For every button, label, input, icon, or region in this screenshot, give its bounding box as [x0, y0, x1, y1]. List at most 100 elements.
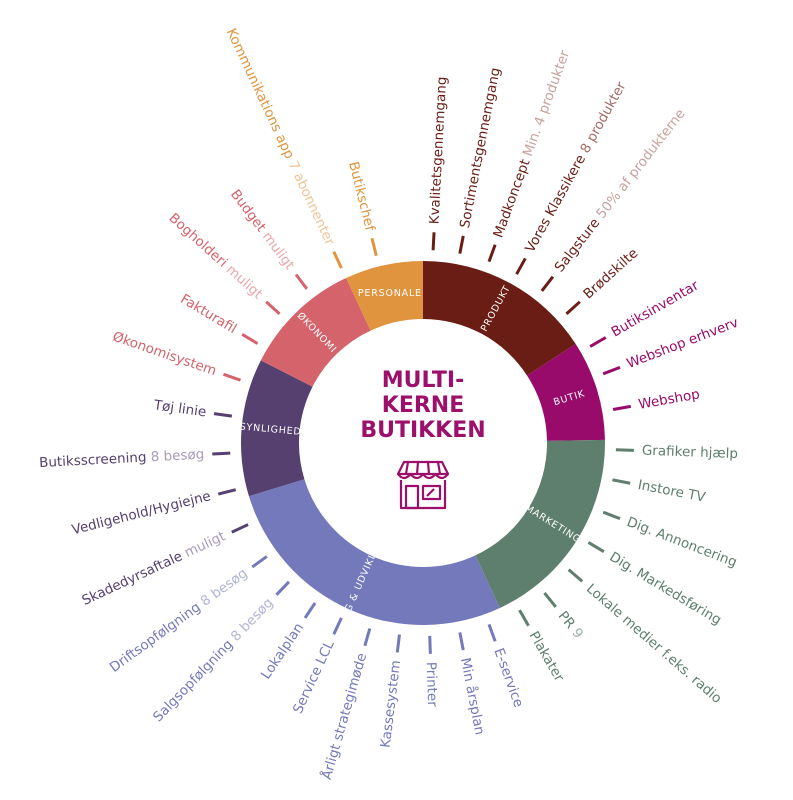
spoke-label-a-rligt-strategim-de: Årligt strategimøde [318, 651, 370, 781]
spoke-tick [275, 580, 291, 596]
spoke-tick [223, 372, 242, 382]
spoke-label-note: 8 besøg [225, 595, 277, 648]
spoke-label-fakturafil: Fakturafil [178, 291, 240, 337]
spoke-label-salgsopf-lgning: Salgsopfølgning 8 besøg [150, 595, 277, 725]
spoke-label-text: Butiksscreening [39, 450, 147, 472]
spoke-tick [567, 568, 584, 583]
spoke-label-kommunikations-app: Kommunikations app 7 abonnenter [223, 26, 338, 248]
spoke-label-text: Bogholderi [166, 210, 231, 271]
spoke-tick [363, 628, 372, 647]
spoke-label-text: Tøj linie [152, 397, 207, 420]
title-line-2: KERNE [382, 393, 464, 418]
spoke-label-instore-tv: Instore TV [636, 477, 707, 506]
spoke-tick [487, 623, 497, 642]
spoke-label-text: Budget [227, 187, 269, 235]
spoke-label-note: muligt [178, 528, 228, 563]
spoke-label-t-j-linie: Tøj linie [152, 397, 207, 420]
spoke-label-konomisystem: Økonomisystem [111, 329, 219, 380]
spoke-label-text: Service LCL [290, 638, 338, 716]
spoke-tick [231, 523, 249, 534]
spoke-tick [587, 541, 605, 553]
spoke-tick [458, 632, 465, 651]
spoke-label-webshop: Webshop [637, 386, 701, 412]
spoke-label-min-a-rsplan: Min årsplan [457, 656, 489, 736]
shop-icon [396, 460, 450, 510]
spoke-label-br-dskilte: Brødskilte [580, 245, 641, 302]
spoke-label-text: Instore TV [636, 477, 707, 506]
spoke-label-text: Skadedyrsaftale [80, 548, 185, 609]
spoke-label-note: muligt [220, 259, 266, 303]
spoke-tick [332, 251, 343, 269]
spoke-label-sortimentsgennemgang: Sortimentsgennemgang [457, 66, 504, 229]
spoke-label-vedligehold-hygiejne: Vedligehold/Hygiejne [70, 488, 212, 538]
spoke-label-note: 8 besøg [194, 565, 250, 612]
spoke-label-kassesystem: Kassesystem [378, 659, 405, 748]
spoke-label-note: Min. 4 produkter [519, 48, 574, 163]
spoke-label-text: E-service [490, 646, 526, 710]
spoke-tick [212, 451, 231, 456]
spoke-label-text: Dig. Annoncering [625, 514, 740, 571]
spoke-label-kvalitetsgennemgang: Kvalitetsgennemgang [426, 76, 450, 225]
spoke-tick [612, 404, 632, 411]
spoke-tick [332, 617, 343, 635]
spoke-label-butikschef: Butikschef [345, 160, 378, 234]
spoke-tick [303, 602, 317, 619]
spoke-label-grafiker-hj-lp: Grafiker hjælp [642, 443, 739, 462]
spoke-label-salgsture: Salgsture 50% af produkterne [552, 106, 689, 275]
spoke-label-printer: Printer [423, 662, 441, 708]
spoke-tick [540, 275, 555, 292]
spoke-label-lokalplan: Lokalplan [258, 620, 307, 682]
spoke-tick [265, 300, 281, 315]
spoke-label-text: Lokalplan [258, 620, 307, 682]
spoke-label-text: Kvalitetsgennemgang [426, 76, 450, 225]
spoke-label-text: Vedligehold/Hygiejne [70, 488, 212, 538]
segment-marketing [475, 439, 605, 608]
spoke-label-butiksinventar: Butiksinventar [609, 277, 702, 340]
segment-konomi [260, 278, 371, 387]
spoke-tick [458, 235, 465, 254]
segment-butik [526, 343, 605, 441]
spoke-tick [370, 237, 378, 257]
spoke-tick [602, 365, 621, 376]
spoke-label-text: Madkoncept [490, 157, 533, 240]
spoke-tick [213, 412, 233, 418]
title-line-1: MULTI- [382, 368, 464, 393]
spoke-label-dig-annoncering: Dig. Annoncering [625, 514, 740, 571]
spoke-label-plakater: Plakater [526, 629, 568, 685]
segment-personale [346, 261, 423, 331]
spoke-label-text: Butikschef [345, 160, 378, 234]
spoke-tick [251, 555, 268, 569]
spoke-label-text: Salgsopfølgning [150, 637, 236, 726]
spoke-label-text: Butiksinventar [609, 277, 702, 340]
spoke-label-text: Min årsplan [457, 656, 489, 736]
spoke-tick [217, 488, 237, 496]
spoke-tick [565, 300, 581, 315]
spoke-label-text: Salgsture [552, 215, 604, 275]
spoke-tick [602, 510, 621, 521]
spoke-label-text: Årligt strategimøde [318, 651, 370, 781]
segment-label-synlighed: SYNLIGHED [239, 421, 302, 437]
spoke-label-text: Sortimentsgennemgang [457, 66, 504, 229]
spoke-tick [515, 257, 527, 275]
spoke-label-e-service: E-service [490, 646, 526, 710]
spoke-label-service-lcl: Service LCL [290, 638, 338, 716]
spoke-tick [589, 336, 607, 348]
spoke-label-text: Kommunikations app [223, 26, 298, 162]
spoke-tick [615, 448, 634, 452]
spoke-tick [487, 244, 497, 263]
spoke-label-text: Plakater [526, 629, 568, 685]
spoke-label-madkoncept: Madkoncept Min. 4 produkter [490, 48, 573, 240]
spoke-tick [431, 232, 436, 251]
title-line-3: BUTIKKEN [360, 418, 485, 443]
segment-produkt [423, 261, 576, 376]
spoke-label-text: Økonomisystem [111, 329, 219, 380]
spoke-label-text: Lokale medier f.eks. radio [583, 581, 725, 707]
spoke-tick [241, 333, 259, 345]
spoke-tick [428, 635, 432, 654]
spoke-label-pr: PR 9 [555, 608, 587, 642]
center-title: MULTI- KERNE BUTIKKEN [360, 368, 485, 443]
spoke-label-text: Driftsopfølgning [107, 599, 204, 676]
segment-salg-udvikling [248, 479, 500, 625]
spoke-label-text: Grafiker hjælp [642, 443, 739, 462]
spoke-tick [395, 634, 401, 653]
